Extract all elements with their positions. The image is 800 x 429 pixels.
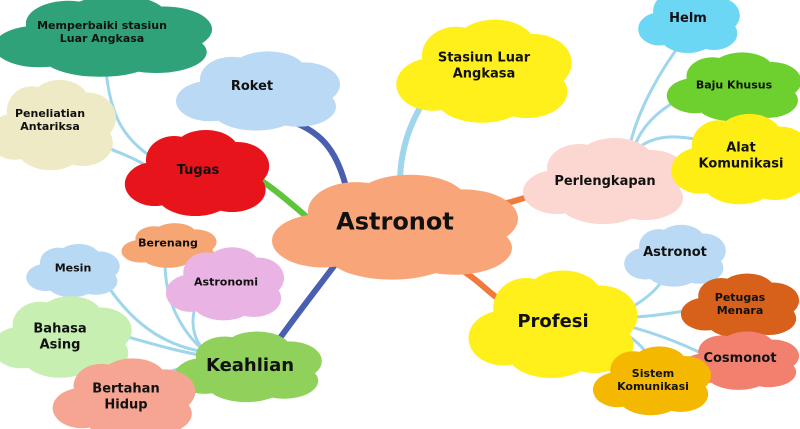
node-stasiun-cloud <box>396 19 572 123</box>
leaf-helm-cloud <box>638 0 740 53</box>
leaf-peneliatian-cloud <box>0 79 116 171</box>
connector-keahlian-mesin <box>103 280 207 354</box>
node-center-cloud <box>272 174 518 280</box>
leaf-mesin-cloud <box>26 243 120 298</box>
node-roket-cloud <box>176 51 340 131</box>
leaf-baju-cloud <box>666 52 800 122</box>
leaf-astronot2-cloud <box>624 224 726 287</box>
leaf-alat-cloud <box>671 113 800 205</box>
node-tugas-cloud <box>124 130 270 216</box>
node-profesi-cloud <box>468 270 638 378</box>
connector-perlengkapan-alat <box>636 135 702 150</box>
connector-center-roket <box>279 115 348 186</box>
leaf-memperbaiki-cloud <box>0 0 213 77</box>
node-perlengkapan-cloud <box>523 138 687 224</box>
connector-keahlian-berenang <box>163 260 207 354</box>
connector-center-keahlian <box>272 255 343 348</box>
